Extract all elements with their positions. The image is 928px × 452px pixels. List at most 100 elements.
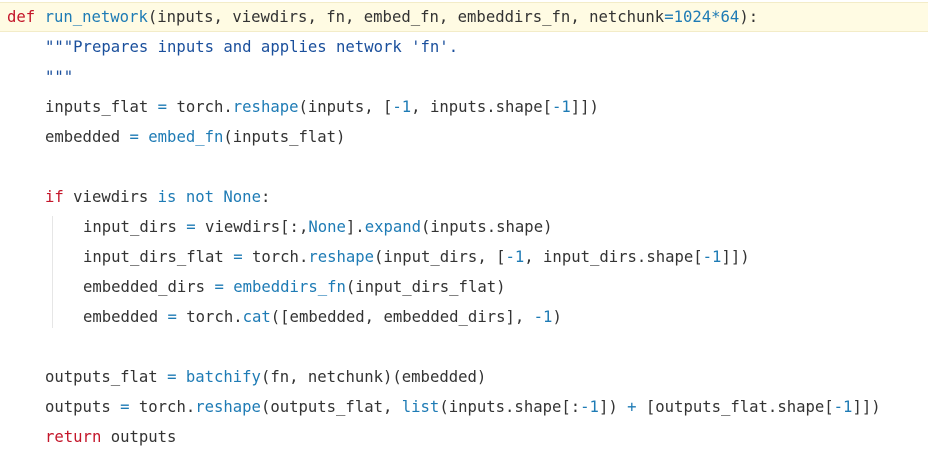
code-line-content: outputs = torch.reshape(outputs_flat, li…	[45, 392, 881, 422]
code-token: =	[129, 128, 139, 146]
code-token: viewdirs	[63, 188, 158, 206]
code-line-content: embedded = embed_fn(inputs_flat)	[45, 122, 345, 152]
code-token: =	[167, 368, 177, 386]
code-token: =	[233, 248, 243, 266]
code-token: reshape	[195, 398, 261, 416]
code-token: list	[401, 398, 440, 416]
code-token: inputs_flat	[45, 98, 158, 116]
code-token: 1024	[673, 8, 712, 26]
code-token: input_dirs_flat	[83, 248, 234, 266]
code-line[interactable]	[0, 332, 928, 362]
code-token: (fn, netchunk)(embedded)	[260, 368, 487, 386]
code-token: -1	[505, 248, 525, 266]
code-token: (input_dirs_flat)	[345, 278, 506, 296]
code-line-content: input_dirs_flat = torch.reshape(input_di…	[83, 242, 750, 272]
code-token	[139, 128, 148, 146]
code-token: return	[45, 428, 102, 446]
code-token: [outputs_flat.shape[	[636, 398, 834, 416]
code-token: embedded_dirs	[83, 278, 215, 296]
code-line[interactable]: outputs = torch.reshape(outputs_flat, li…	[0, 392, 928, 422]
code-token: outputs	[45, 398, 121, 416]
code-line[interactable]	[0, 152, 928, 182]
code-token: is not	[157, 188, 215, 206]
code-token: 64	[720, 8, 740, 26]
code-line[interactable]: input_dirs = viewdirs[:,None].expand(inp…	[0, 212, 928, 242]
code-token: cat	[242, 308, 271, 326]
code-token: (outputs_flat,	[260, 398, 402, 416]
code-token: embedded	[45, 128, 130, 146]
code-token: embeddirs_fn	[233, 278, 346, 296]
code-line-content: inputs_flat = torch.reshape(inputs, [-1,…	[45, 92, 599, 122]
code-token: (inputs.shape)	[421, 218, 553, 236]
code-token: """	[45, 68, 74, 86]
code-line-content: embedded_dirs = embeddirs_fn(input_dirs_…	[83, 272, 506, 302]
code-token: -1	[533, 308, 553, 326]
code-token: ]])	[852, 398, 881, 416]
code-line-content: return outputs	[45, 422, 176, 452]
code-token: expand	[364, 218, 422, 236]
code-token: torch.	[167, 98, 233, 116]
code-line-content: if viewdirs is not None:	[45, 182, 270, 212]
code-token: None	[223, 188, 261, 206]
indent-guide	[52, 216, 53, 328]
code-token: torch.	[242, 248, 309, 266]
code-line[interactable]: return outputs	[0, 422, 928, 452]
code-token: def	[7, 8, 36, 26]
code-token: (inputs.shape[:	[439, 398, 581, 416]
code-token: embedded	[83, 308, 168, 326]
code-token	[176, 368, 185, 386]
code-token: +	[627, 398, 637, 416]
code-token: reshape	[308, 248, 375, 266]
code-token: ])	[598, 398, 628, 416]
code-line[interactable]: embedded_dirs = embeddirs_fn(input_dirs_…	[0, 272, 928, 302]
code-token: -1	[833, 398, 853, 416]
code-token: embed_fn	[148, 128, 224, 146]
code-token: outputs	[101, 428, 177, 446]
code-token: *	[711, 8, 721, 26]
code-token: =	[157, 98, 168, 116]
code-token: (input_dirs, [	[374, 248, 506, 266]
code-token: -1	[580, 398, 599, 416]
code-line[interactable]: input_dirs_flat = torch.reshape(input_di…	[0, 242, 928, 272]
code-token: reshape	[232, 98, 299, 116]
code-line-content: outputs_flat = batchify(fn, netchunk)(em…	[45, 362, 486, 392]
code-token: :	[260, 188, 271, 206]
code-token: run_network	[44, 8, 148, 26]
code-line[interactable]: embedded = embed_fn(inputs_flat)	[0, 122, 928, 152]
code-token: torch.	[129, 398, 196, 416]
code-line[interactable]: outputs_flat = batchify(fn, netchunk)(em…	[0, 362, 928, 392]
code-token: -1	[702, 248, 722, 266]
code-token: =	[214, 278, 224, 296]
code-token	[214, 188, 223, 206]
code-token: =	[167, 308, 177, 326]
code-line-content: """	[45, 62, 73, 92]
code-token: outputs_flat	[45, 368, 168, 386]
code-line-content: input_dirs = viewdirs[:,None].expand(inp…	[83, 212, 552, 242]
code-line[interactable]: inputs_flat = torch.reshape(inputs, [-1,…	[0, 92, 928, 122]
code-token: -1	[552, 98, 571, 116]
code-token: , inputs.shape[	[411, 98, 552, 116]
code-token: input_dirs	[83, 218, 187, 236]
code-token: batchify	[185, 368, 261, 386]
code-token: viewdirs[:,	[195, 218, 309, 236]
code-token: ].	[345, 218, 365, 236]
code-line[interactable]: embedded = torch.cat([embedded, embedded…	[0, 302, 928, 332]
code-token: (inputs, viewdirs, fn, embed_fn, embeddi…	[147, 8, 665, 26]
code-token: ):	[739, 8, 759, 26]
code-token: ]])	[570, 98, 599, 116]
code-line[interactable]: def run_network(inputs, viewdirs, fn, em…	[0, 2, 928, 32]
code-token: =	[186, 218, 196, 236]
code-line[interactable]: """	[0, 62, 928, 92]
code-token: , input_dirs.shape[	[524, 248, 703, 266]
code-token: ([embedded, embedded_dirs],	[270, 308, 534, 326]
code-line-content: def run_network(inputs, viewdirs, fn, em…	[7, 3, 758, 31]
code-token: =	[120, 398, 130, 416]
code-line-content: """Prepares inputs and applies network '…	[45, 32, 458, 62]
code-token: -1	[392, 98, 412, 116]
code-line[interactable]: """Prepares inputs and applies network '…	[0, 32, 928, 62]
code-line[interactable]: if viewdirs is not None:	[0, 182, 928, 212]
code-token: if	[45, 188, 64, 206]
code-token: ]])	[721, 248, 750, 266]
code-line-content: embedded = torch.cat([embedded, embedded…	[83, 302, 562, 332]
